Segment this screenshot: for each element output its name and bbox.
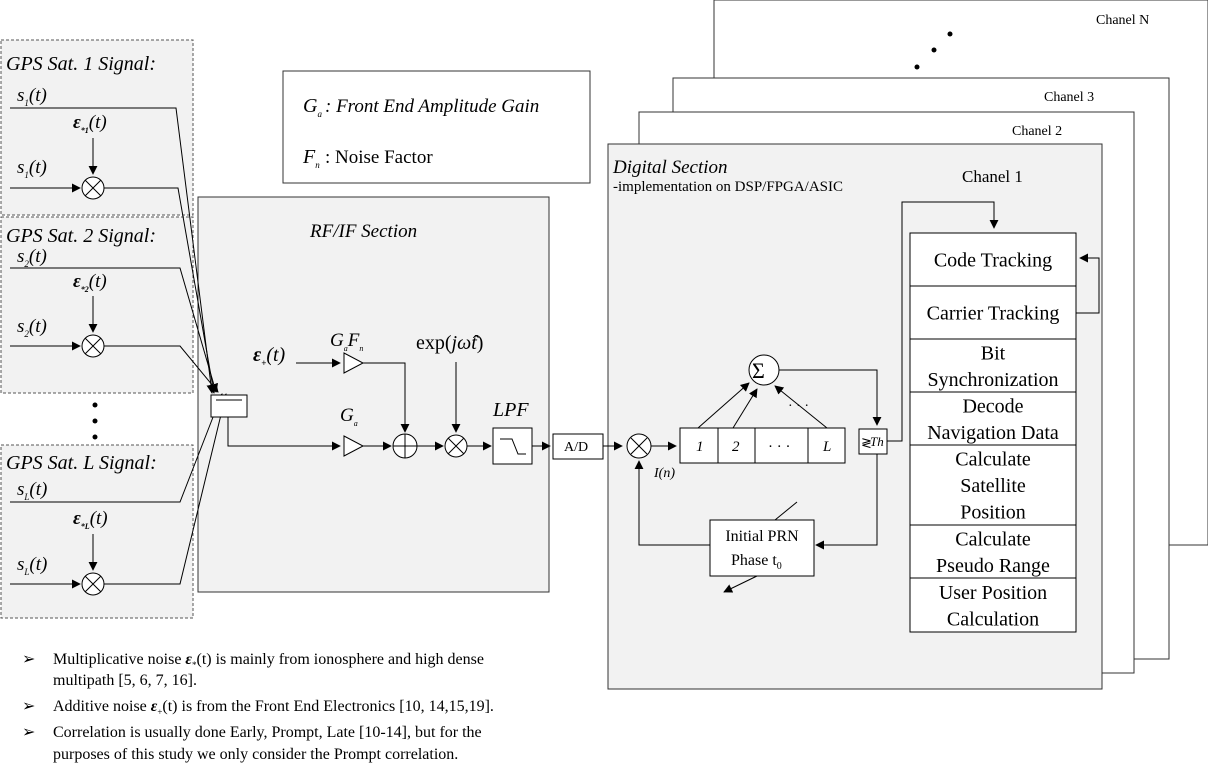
cell-2: 2 bbox=[732, 439, 740, 455]
calc-sat-position-block bbox=[909, 444, 1077, 526]
channel-3-label: Chanel 3 bbox=[1044, 90, 1094, 105]
note-2-bullet: ➢ bbox=[22, 698, 35, 715]
calc-pseudo-range-label-2: Pseudo Range bbox=[936, 555, 1050, 577]
code-tracking-label-1: Code Tracking bbox=[934, 250, 1052, 272]
svg-text:ε*1(t): ε*1(t) bbox=[73, 112, 107, 135]
note-3-line1: Correlation is usually done Early, Promp… bbox=[53, 724, 482, 741]
satellite-2-box: GPS Sat. 2 Signal: s2(t) ε*2(t) s2(t) bbox=[0, 216, 194, 394]
bit-sync-label-1: Bit bbox=[981, 342, 1006, 364]
gaf-label: GaFn bbox=[330, 330, 363, 353]
satl-title: GPS Sat. L Signal: bbox=[6, 452, 157, 474]
svg-text:s1(t): s1(t) bbox=[17, 85, 47, 108]
channel-n-label: Chanel N bbox=[1096, 13, 1149, 28]
note-1-line2: multipath [5, 6, 7, 16]. bbox=[53, 672, 197, 689]
calc-sat-position-label-1: Calculate bbox=[955, 449, 1031, 471]
code-tracking-block bbox=[909, 232, 1077, 287]
svg-text:ε*L(t): ε*L(t) bbox=[73, 508, 108, 531]
vertical-ellipsis bbox=[92, 402, 98, 440]
sat1-title: GPS Sat. 1 Signal: bbox=[6, 53, 156, 75]
digital-section-subtitle: -implementation on DSP/FPGA/ASIC bbox=[613, 179, 843, 195]
in-label: I(n) bbox=[653, 466, 675, 481]
calc-sat-position-label-2: Satellite bbox=[960, 475, 1026, 497]
svg-text:sL(t): sL(t) bbox=[17, 479, 47, 502]
threshold-label: Th bbox=[870, 434, 884, 449]
bit-sync-label-2: Synchronization bbox=[927, 369, 1058, 391]
legend-fn-sub: n bbox=[315, 160, 320, 170]
user-position-label-2: Calculation bbox=[947, 608, 1039, 630]
legend-ga-desc: : Front End Amplitude Gain bbox=[325, 96, 539, 117]
svg-text:ε*2(t): ε*2(t) bbox=[73, 271, 107, 294]
svg-text:s2(t): s2(t) bbox=[17, 246, 47, 269]
decode-nav-data-block bbox=[909, 391, 1077, 446]
svg-text:s1(t): s1(t) bbox=[17, 157, 47, 180]
channel-2-label: Chanel 2 bbox=[1012, 124, 1062, 139]
calc-pseudo-range-label-1: Calculate bbox=[955, 528, 1031, 550]
digital-section-title: Digital Section bbox=[612, 157, 728, 178]
rf-if-title: RF/IF Section bbox=[309, 221, 417, 242]
channel-1-label: Chanel 1 bbox=[962, 167, 1023, 186]
sat2-title: GPS Sat. 2 Signal: bbox=[6, 225, 156, 247]
svg-text:Fn: Fn bbox=[302, 146, 320, 170]
legend-fn-desc: : Noise Factor bbox=[325, 147, 433, 168]
satellite-l-box: GPS Sat. L Signal: sL(t) ε*L(t) sL(t) bbox=[0, 444, 194, 619]
legend-box: Ga : Front End Amplitude Gain Fn : Noise… bbox=[282, 70, 591, 184]
note-3-line2: purposes of this study we only consider … bbox=[53, 746, 458, 763]
note-1-line1: Multiplicative noise ε*(t) is mainly fro… bbox=[53, 651, 484, 670]
svg-text:s2(t): s2(t) bbox=[17, 316, 47, 339]
ga-label: Ga bbox=[340, 405, 358, 428]
legend-fn-symbol: F bbox=[302, 146, 316, 168]
svg-text:sL(t): sL(t) bbox=[17, 554, 47, 577]
decode-nav-data-label-2: Navigation Data bbox=[927, 422, 1059, 444]
carrier-tracking-label-1: Carrier Tracking bbox=[927, 303, 1060, 325]
calc-pseudo-range-block bbox=[909, 524, 1077, 579]
threshold-symbol: ≷ bbox=[861, 435, 872, 450]
svg-text:Ga: Ga bbox=[303, 95, 322, 119]
note-1-bullet: ➢ bbox=[22, 651, 35, 668]
rf-if-section: RF/IF Section bbox=[197, 196, 550, 593]
satellite-wiring bbox=[10, 107, 229, 596]
carrier-tracking-block bbox=[909, 285, 1077, 340]
cell-l: L bbox=[822, 439, 831, 455]
prn-line2: Phase t0 bbox=[731, 552, 782, 572]
legend-ga-sub: a bbox=[317, 109, 322, 119]
prn-line1: Initial PRN bbox=[725, 528, 799, 545]
exp-label: exp(jω̂t) bbox=[416, 332, 483, 354]
ad-label: A/D bbox=[564, 440, 588, 455]
lpf-label: LPF bbox=[492, 399, 529, 421]
note-3-bullet: ➢ bbox=[22, 724, 35, 741]
combiner-antenna bbox=[210, 394, 248, 418]
notes: ➢ Multiplicative noise ε*(t) is mainly f… bbox=[22, 651, 494, 763]
calc-sat-position-label-3: Position bbox=[960, 502, 1026, 524]
decode-nav-data-label-1: Decode bbox=[962, 395, 1023, 417]
user-position-block bbox=[909, 577, 1077, 633]
user-position-label-1: User Position bbox=[939, 582, 1047, 604]
cell-dots: · · · bbox=[768, 439, 791, 455]
note-2-line1: Additive noise ε+(t) is from the Front E… bbox=[53, 698, 494, 717]
eps-plus-label: ε+(t) bbox=[253, 344, 286, 368]
rf-wiring bbox=[227, 352, 623, 465]
sigma-symbol: Σ bbox=[752, 358, 765, 383]
legend-ga-symbol: G bbox=[303, 95, 318, 117]
correlator-wiring bbox=[626, 201, 1100, 593]
cell-1: 1 bbox=[696, 439, 704, 455]
sum-dots: · · · bbox=[788, 399, 809, 414]
